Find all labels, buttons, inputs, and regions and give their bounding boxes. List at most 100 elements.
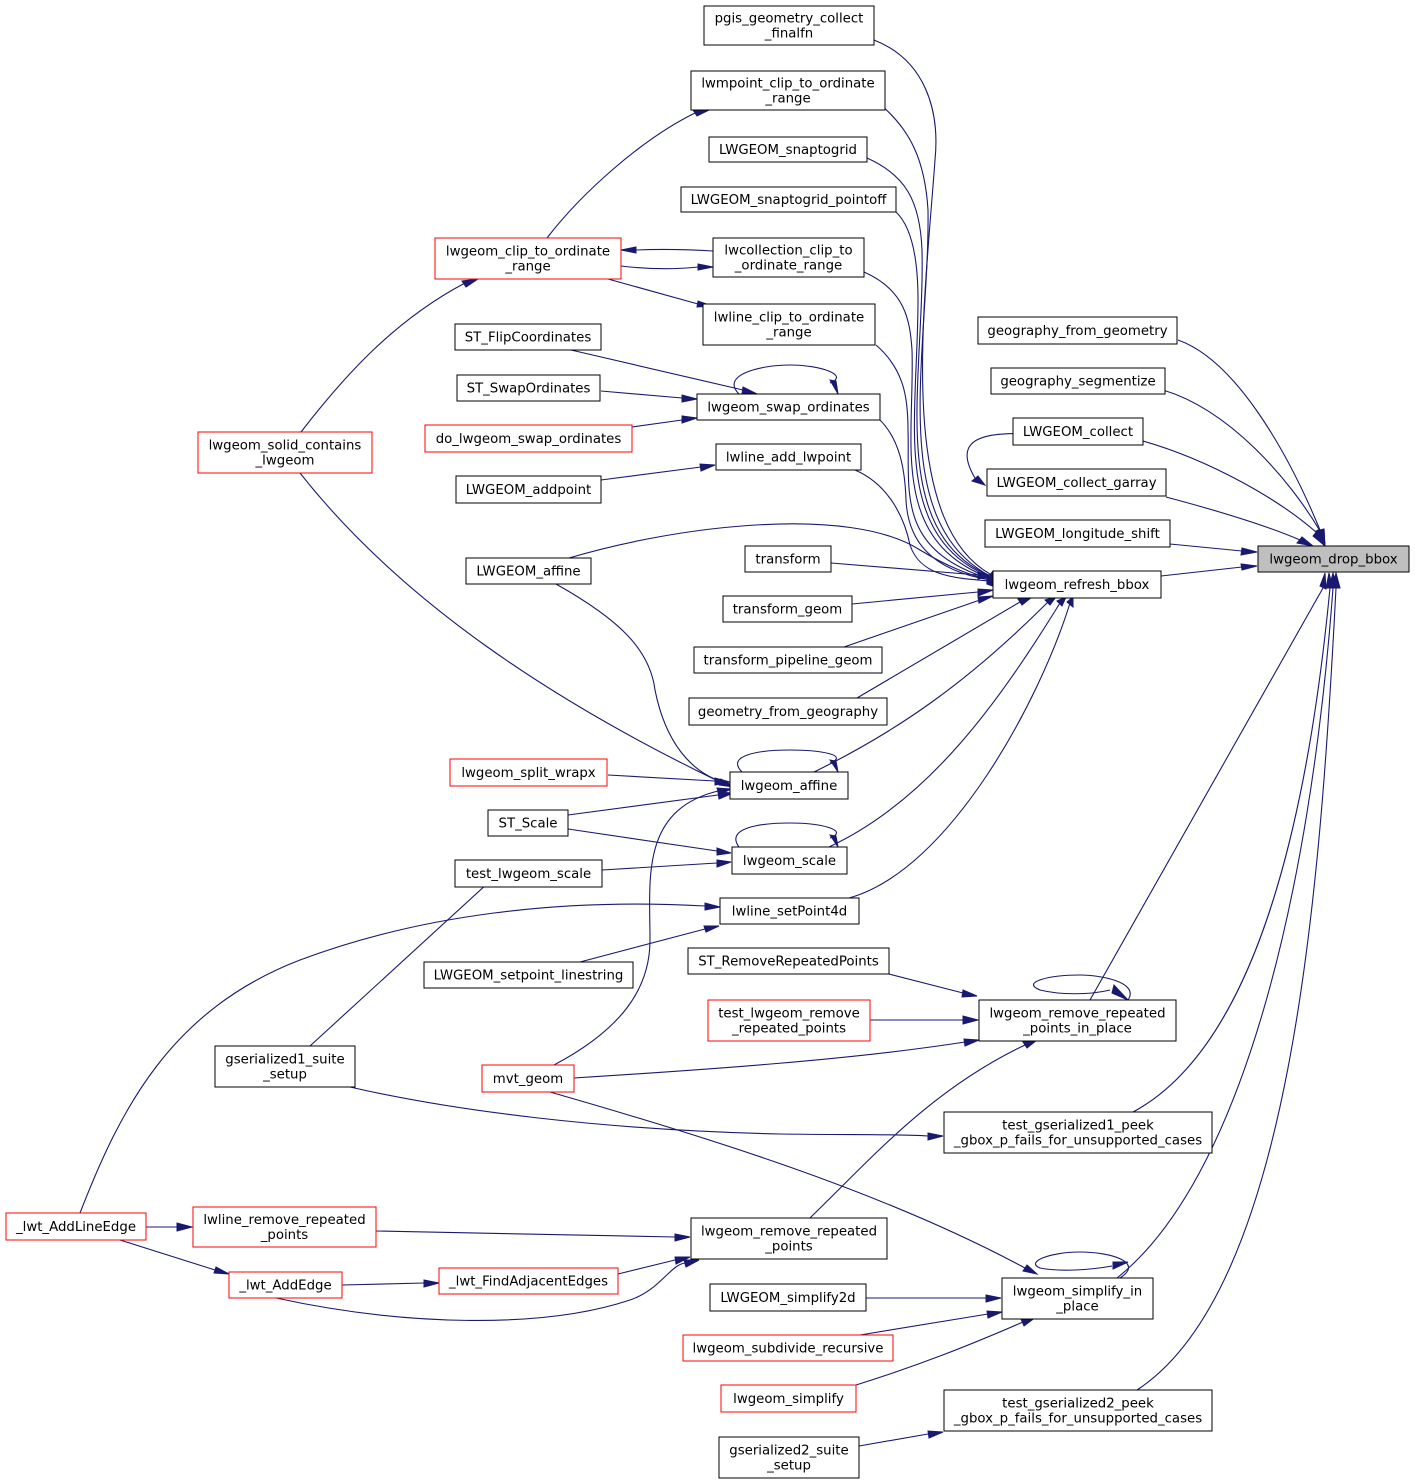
node-lwline_add_lwpoint[interactable]: lwline_add_lwpoint [715,443,862,471]
node-box[interactable] [986,468,1167,497]
node-lwgeom_simplify[interactable]: lwgeom_simplify [720,1384,857,1413]
node-box[interactable] [690,1217,888,1260]
node-lwgeom_split_wrapx[interactable]: lwgeom_split_wrapx [449,758,608,787]
node-box[interactable] [487,809,569,837]
node-lwline_setPoint4d[interactable]: lwline_setPoint4d [719,897,860,925]
node-lwgeom_refresh_bbox[interactable]: lwgeom_refresh_bbox [992,570,1162,599]
node-box[interactable] [722,595,853,623]
node-box[interactable] [715,443,862,471]
node-box[interactable] [454,323,602,351]
node-test_gserialized1_peek[interactable]: test_gserialized1_peek_gbox_p_fails_for_… [943,1111,1213,1154]
node-geography_from_geometry[interactable]: geography_from_geometry [977,316,1178,345]
node-transform_geom[interactable]: transform_geom [722,595,853,623]
node-ST_FlipCoordinates[interactable]: ST_FlipCoordinates [454,323,602,351]
node-LWGEOM_snaptogrid_pointoff[interactable]: LWGEOM_snaptogrid_pointoff [680,186,897,213]
node-lwgeom_simplify_in_place[interactable]: lwgeom_simplify_in_place [1001,1277,1154,1320]
node-box[interactable] [434,237,622,280]
node-box[interactable] [449,758,608,787]
node-box[interactable] [718,1436,860,1479]
node-_lwt_FindAdjacentEdges[interactable]: _lwt_FindAdjacentEdges [438,1267,619,1295]
node-box[interactable] [688,697,888,726]
node-box[interactable] [438,1267,619,1295]
node-ST_RemoveRepeatedPoints[interactable]: ST_RemoveRepeatedPoints [687,947,890,975]
node-box[interactable] [943,1111,1213,1154]
node-box[interactable] [709,1283,867,1312]
node-box[interactable] [719,897,860,925]
node-mvt_geom[interactable]: mvt_geom [481,1064,575,1093]
node-gserialized1_suite_setup[interactable]: gserialized1_suite_setup [214,1045,356,1088]
node-box[interactable] [707,999,871,1042]
node-lwline_remove_repeated_points[interactable]: lwline_remove_repeated_points [192,1206,377,1248]
node-LWGEOM_addpoint[interactable]: LWGEOM_addpoint [455,475,602,504]
node-box[interactable] [197,431,373,474]
node-box[interactable] [731,846,848,875]
node-box[interactable] [693,646,883,674]
node-box[interactable] [943,1389,1213,1432]
node-box[interactable] [1257,545,1410,573]
node-box[interactable] [720,1384,857,1413]
node-box[interactable] [729,771,849,800]
node-box[interactable] [454,859,603,888]
node-box[interactable] [708,136,868,163]
node-box[interactable] [456,374,601,402]
node-box[interactable] [978,999,1177,1042]
node-box[interactable] [680,186,897,213]
node-box[interactable] [702,303,876,346]
node-ST_Scale[interactable]: ST_Scale [487,809,569,837]
node-_lwt_AddLineEdge[interactable]: _lwt_AddLineEdge [5,1212,147,1241]
node-box[interactable] [990,367,1166,395]
node-pgis_geometry_collect_finalfn[interactable]: pgis_geometry_collect_finalfn [703,5,875,46]
node-transform_pipeline_geom[interactable]: transform_pipeline_geom [693,646,883,674]
node-box[interactable] [744,545,832,573]
node-lwgeom_clip_to_ordinate_range[interactable]: lwgeom_clip_to_ordinate_range [434,237,622,280]
node-LWGEOM_snaptogrid[interactable]: LWGEOM_snaptogrid [708,136,868,163]
node-box[interactable] [992,570,1162,599]
node-lwgeom_swap_ordinates[interactable]: lwgeom_swap_ordinates [696,393,881,421]
node-box[interactable] [481,1064,575,1093]
node-test_lwgeom_remove_repeated_points[interactable]: test_lwgeom_remove_repeated_points [707,999,871,1042]
node-LWGEOM_setpoint_linestring[interactable]: LWGEOM_setpoint_linestring [423,961,634,989]
node-box[interactable] [1001,1277,1154,1320]
node-lwgeom_subdivide_recursive[interactable]: lwgeom_subdivide_recursive [682,1334,894,1362]
node-test_gserialized2_peek[interactable]: test_gserialized2_peek_gbox_p_fails_for_… [943,1389,1213,1432]
node-box[interactable] [682,1334,894,1362]
node-do_lwgeom_swap_ordinates[interactable]: do_lwgeom_swap_ordinates [424,424,633,453]
node-LWGEOM_affine[interactable]: LWGEOM_affine [465,557,592,585]
node-box[interactable] [687,947,890,975]
node-box[interactable] [214,1045,356,1088]
node-box[interactable] [465,557,592,585]
node-box[interactable] [192,1206,377,1248]
node-box[interactable] [690,70,886,111]
node-box[interactable] [228,1271,343,1299]
node-box[interactable] [703,5,875,46]
node-LWGEOM_collect_garray[interactable]: LWGEOM_collect_garray [986,468,1167,497]
node-box[interactable] [712,237,865,278]
node-box[interactable] [455,475,602,504]
node-LWGEOM_collect[interactable]: LWGEOM_collect [1012,417,1144,446]
node-box[interactable] [1012,417,1144,446]
node-lwgeom_affine[interactable]: lwgeom_affine [729,771,849,800]
node-box[interactable] [977,316,1178,345]
node-lwmpoint_clip_to_ordinate_range[interactable]: lwmpoint_clip_to_ordinate_range [690,70,886,111]
node-LWGEOM_simplify2d[interactable]: LWGEOM_simplify2d [709,1283,867,1312]
node-lwline_clip_to_ordinate_range[interactable]: lwline_clip_to_ordinate_range [702,303,876,346]
node-transform[interactable]: transform [744,545,832,573]
node-lwgeom_remove_repeated_points[interactable]: lwgeom_remove_repeated_points [690,1217,888,1260]
node-lwcollection_clip_to_ordinate_range[interactable]: lwcollection_clip_to_ordinate_range [712,237,865,278]
node-box[interactable] [696,393,881,421]
node-gserialized2_suite_setup[interactable]: gserialized2_suite_setup [718,1436,860,1479]
node-box[interactable] [5,1212,147,1241]
node-_lwt_AddEdge[interactable]: _lwt_AddEdge [228,1271,343,1299]
node-lwgeom_solid_contains_lwgeom[interactable]: lwgeom_solid_contains_lwgeom [197,431,373,474]
node-ST_SwapOrdinates[interactable]: ST_SwapOrdinates [456,374,601,402]
node-box[interactable] [423,961,634,989]
node-box[interactable] [984,519,1171,548]
node-geometry_from_geography[interactable]: geometry_from_geography [688,697,888,726]
node-lwgeom_drop_bbox[interactable]: lwgeom_drop_bbox [1257,545,1410,573]
node-LWGEOM_longitude_shift[interactable]: LWGEOM_longitude_shift [984,519,1171,548]
node-box[interactable] [424,424,633,453]
node-test_lwgeom_scale[interactable]: test_lwgeom_scale [454,859,603,888]
node-geography_segmentize[interactable]: geography_segmentize [990,367,1166,395]
node-lwgeom_scale[interactable]: lwgeom_scale [731,846,848,875]
node-lwgeom_remove_repeated_points_in_place[interactable]: lwgeom_remove_repeated_points_in_place [978,999,1177,1042]
